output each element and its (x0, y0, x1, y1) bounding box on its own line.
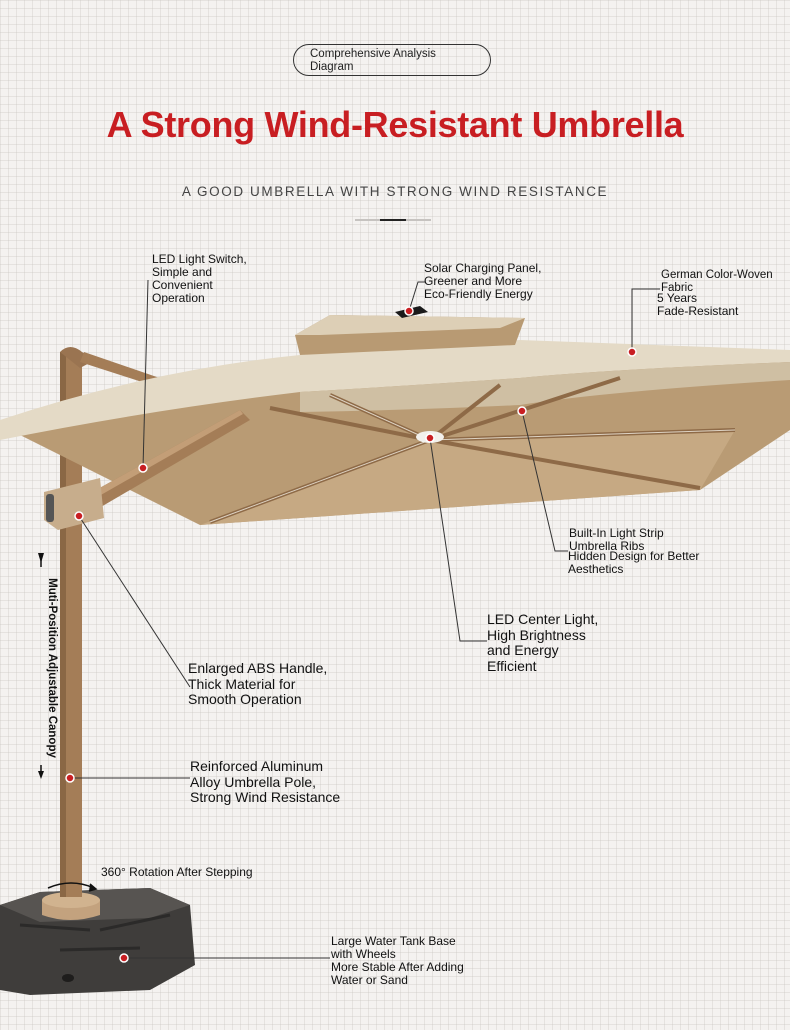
solar-panel-label: Solar Charging Panel, Greener and More E… (424, 261, 542, 301)
page-subtitle: A GOOD UMBRELLA WITH STRONG WIND RESISTA… (181, 184, 609, 199)
canopy-adjust-label: Muti-Position Adjustable Canopy (46, 578, 58, 758)
fabric-detail-label: 5 Years Fade-Resistant (657, 291, 739, 318)
light-strip-detail-label: Hidden Design for Better Aesthetics (568, 549, 700, 576)
rotation-arrow-icon (47, 882, 98, 892)
center-light-label: LED Center Light, High Brightness and En… (487, 611, 599, 674)
leader-lines (70, 279, 660, 959)
diagram-badge: Comprehensive Analysis Diagram (293, 44, 491, 76)
led-switch-label: LED Light Switch, Simple and Convenient … (152, 252, 247, 305)
abs-handle (44, 478, 104, 530)
callout-markers (65, 306, 637, 963)
page-title: A Strong Wind-Resistant Umbrella (106, 104, 684, 145)
adjust-arrows-icon (38, 553, 44, 779)
light-strip-label: Built-In Light Strip Umbrella Ribs (569, 526, 664, 553)
handle-label: Enlarged ABS Handle, Thick Material for … (188, 660, 328, 707)
pole-label: Reinforced Aluminum Alloy Umbrella Pole,… (190, 758, 341, 805)
rotation-label: 360° Rotation After Stepping (101, 865, 253, 879)
canopy (0, 340, 790, 525)
water-tank-base (0, 888, 195, 995)
base-label: Large Water Tank Base with Wheels More S… (331, 934, 464, 987)
title-divider-accent (380, 219, 406, 221)
solar-top-canopy (295, 306, 525, 355)
main-arm (60, 410, 250, 525)
fabric-title-label: German Color-Woven Fabric (661, 269, 773, 294)
